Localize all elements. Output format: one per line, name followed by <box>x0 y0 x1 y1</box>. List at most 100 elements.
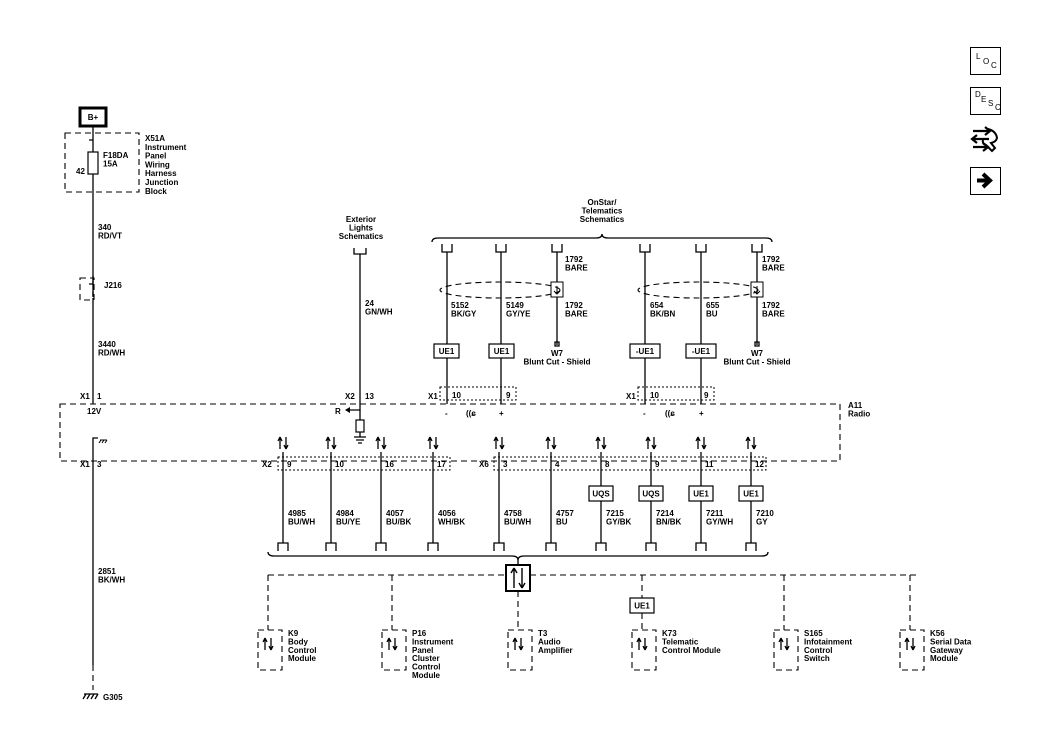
pin-label: 17 <box>437 460 446 469</box>
pin-label: 4 <box>555 460 560 469</box>
svg-text:10: 10 <box>650 391 659 400</box>
pin-label: 9 <box>287 460 292 469</box>
description-button[interactable]: D E S C <box>970 87 1001 115</box>
g305-label: G305 <box>103 693 123 702</box>
module-outline <box>631 629 657 671</box>
bidirectional-arrow-icon <box>386 637 398 651</box>
option-label: UQS <box>592 490 610 499</box>
x1-pin-3: 3 <box>97 460 102 469</box>
svg-text:-: - <box>445 409 448 418</box>
svg-text:-UE1: -UE1 <box>692 347 711 356</box>
x1-connector-telematics-a: X1 <box>428 392 438 401</box>
bidirectional-arrow-icon <box>512 637 524 651</box>
bidirectional-arrow-icon <box>595 436 607 450</box>
svg-text:10: 10 <box>452 391 461 400</box>
svg-text:-: - <box>643 409 646 418</box>
location-button[interactable]: L O C <box>970 47 1001 75</box>
bidirectional-arrow-icon <box>325 436 337 450</box>
bidirectional-arrow-icon <box>745 436 757 450</box>
j216-label: J216 <box>104 281 122 290</box>
pin-label: 9 <box>655 460 660 469</box>
x2-connector-top: X2 <box>345 392 355 401</box>
module-outline <box>257 629 283 671</box>
bidirectional-arrow-icon <box>277 436 289 450</box>
bidirectional-arrow-icon <box>262 637 274 651</box>
connector-tools-icon[interactable] <box>970 125 1001 155</box>
module-outline <box>507 629 533 671</box>
battery-positive-label: B+ <box>88 113 99 122</box>
j216-splice-outline <box>79 277 95 301</box>
x1-connector-bottom: X1 <box>80 460 90 469</box>
svg-text:UE1: UE1 <box>439 347 455 356</box>
x2-connector-data: X2 <box>262 460 272 469</box>
x1-connector-telematics-b: X1 <box>626 392 636 401</box>
r-label: R <box>335 407 341 416</box>
next-arrow-button[interactable] <box>970 167 1001 195</box>
module-outline <box>773 629 799 671</box>
bidirectional-arrow-icon <box>375 436 387 450</box>
junction-block-outline <box>64 132 140 193</box>
option-label: UE1 <box>743 490 759 499</box>
x1-connector-top: X1 <box>80 392 90 401</box>
bidirectional-arrow-icon <box>545 436 557 450</box>
svg-text:-UE1: -UE1 <box>636 347 655 356</box>
svg-text:UE1: UE1 <box>494 347 510 356</box>
bidirectional-arrow-icon <box>636 637 648 651</box>
svg-text:UE1: UE1 <box>634 602 650 611</box>
svg-text:9: 9 <box>704 391 709 400</box>
bidirectional-arrow-icon <box>778 637 790 651</box>
svg-text:9: 9 <box>506 391 511 400</box>
fuse-pin-label: 42 <box>76 167 85 176</box>
option-label: UE1 <box>693 490 709 499</box>
